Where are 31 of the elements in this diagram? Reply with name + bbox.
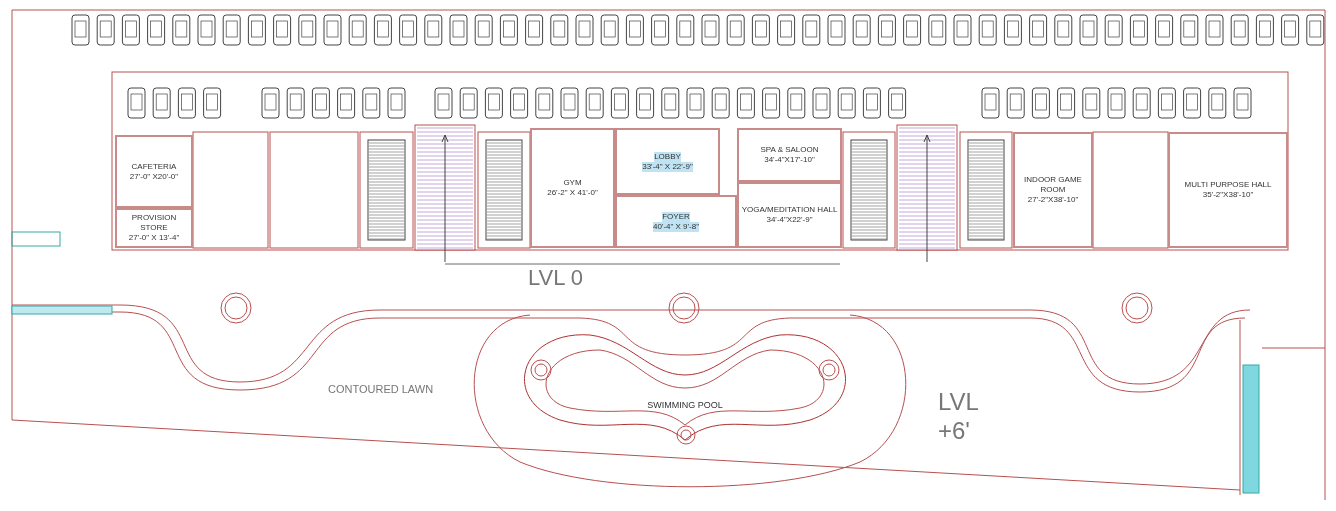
room-outline (115, 208, 193, 248)
room-label: SPA & SALOON (760, 145, 819, 155)
room-label: PROVISION STORE (130, 213, 178, 233)
room-outline (115, 135, 193, 208)
room-label: MULTI PURPOSE HALL (1184, 180, 1272, 190)
dimension-label: 33'-4" X 22'-9" (642, 161, 693, 172)
room-label: YOGA/MEDITATION HALL (741, 205, 838, 215)
room-outline (615, 195, 737, 248)
dimension-label: 40'-4" X 9'-8" (652, 221, 700, 232)
dimension-label: 34'-4"X17'-10" (764, 155, 815, 165)
room-outline (1013, 132, 1093, 248)
level-label: LVL +6' (938, 388, 980, 446)
room-label: FOYER (662, 211, 690, 222)
room-label: GYM (563, 178, 582, 188)
dimension-label: 27'-0" X20'-0" (129, 171, 179, 182)
room-label: INDOOR GAME ROOM (1023, 175, 1083, 195)
room-outline (737, 128, 842, 182)
area-label: CONTOURED LAWN (328, 383, 434, 395)
room-outline (737, 182, 842, 248)
dimension-label: 34'-4"X22'-9" (766, 215, 813, 225)
dimension-label: 26'-2" X 41'-0" (547, 188, 598, 198)
dimension-label: 27'-2"X38'-10" (1027, 195, 1079, 205)
level-label: LVL 0 (528, 265, 585, 292)
dimension-label: 27'-0" X 13'-4" (128, 233, 180, 243)
room-label: CAFETERIA (131, 161, 177, 172)
dimension-label: 35'-2"X38'-10" (1202, 190, 1254, 200)
room-label: LOBBY (654, 151, 681, 162)
room-outline (530, 128, 615, 248)
room-label: SWIMMING POOL (647, 400, 723, 410)
room-outline (615, 128, 720, 195)
room-outline (1168, 132, 1288, 248)
